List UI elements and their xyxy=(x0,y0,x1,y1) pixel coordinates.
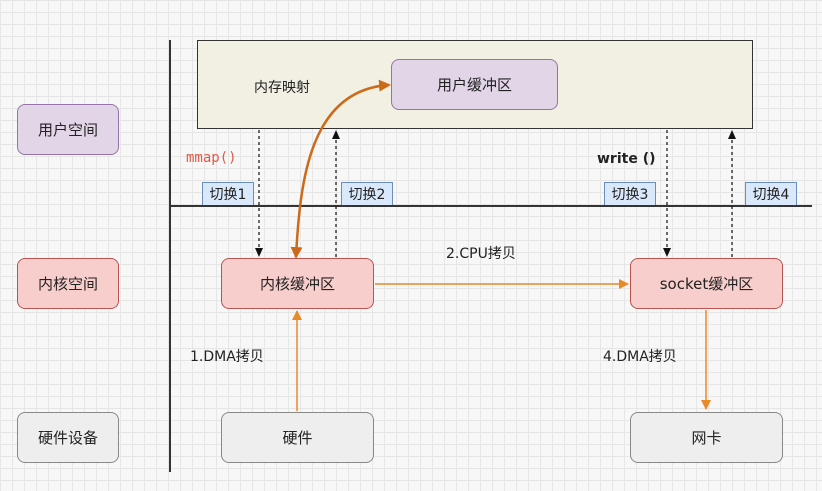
dma-copy-4-label: 4.DMA拷贝 xyxy=(603,349,677,365)
switch-4-label: 切换4 xyxy=(745,182,797,206)
user-buffer-text: 用户缓冲区 xyxy=(436,76,512,94)
hardware-device-text: 硬件设备 xyxy=(37,429,98,447)
hardware-device-label: 硬件设备 xyxy=(17,412,119,463)
switch-4-text: 切换4 xyxy=(752,187,790,203)
switch-3-text: 切换3 xyxy=(611,187,649,203)
hardware-text: 硬件 xyxy=(282,429,313,447)
memory-mapping-curve xyxy=(290,79,391,259)
user-space-text: 用户空间 xyxy=(37,121,98,139)
nic-text: 网卡 xyxy=(691,429,722,447)
write-call-label: write () xyxy=(597,151,656,167)
nic-box: 网卡 xyxy=(630,412,783,463)
switch-1-label: 切换1 xyxy=(202,182,254,206)
user-buffer-box: 用户缓冲区 xyxy=(391,59,558,110)
dma-copy-1-label: 1.DMA拷贝 xyxy=(190,349,264,365)
cpu-copy-label: 2.CPU拷贝 xyxy=(446,246,516,262)
user-space-label: 用户空间 xyxy=(17,104,119,155)
socket-buffer-box: socket缓冲区 xyxy=(630,258,783,309)
kernel-space-label: 内核空间 xyxy=(17,258,119,309)
kernel-buffer-box: 内核缓冲区 xyxy=(221,258,374,309)
hardware-box: 硬件 xyxy=(221,412,374,463)
socket-buffer-text: socket缓冲区 xyxy=(659,275,754,293)
kernel-buffer-text: 内核缓冲区 xyxy=(259,275,335,293)
kernel-space-text: 内核空间 xyxy=(37,275,98,293)
mmap-call-label: mmap() xyxy=(186,150,237,166)
switch-1-text: 切换1 xyxy=(209,187,247,203)
switch-3-label: 切换3 xyxy=(604,182,656,206)
